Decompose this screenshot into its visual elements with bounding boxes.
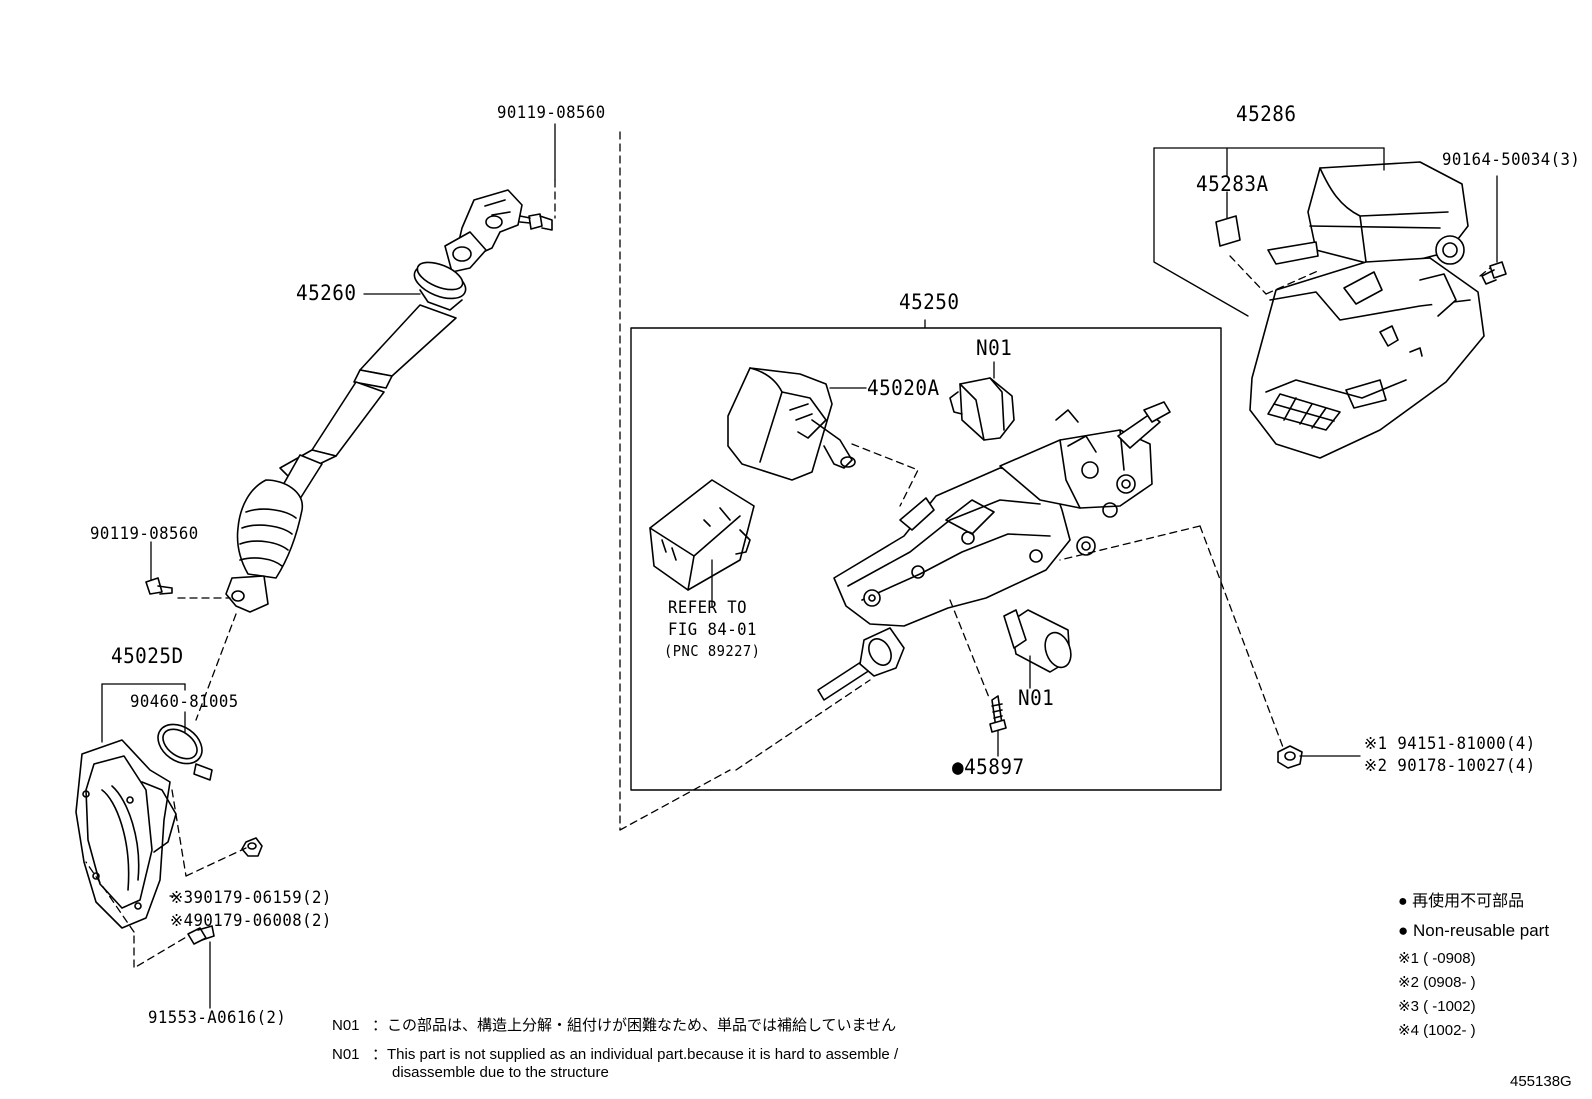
legend-range-2: ※2 (0908- ) <box>1398 974 1476 991</box>
assembly-45250-box <box>630 327 1222 791</box>
part-label-n01-top: N01 <box>976 336 1013 360</box>
nut-90179-drawing <box>241 837 263 857</box>
part-label-90179-3: ※390179-06159(2) <box>170 888 332 908</box>
part-label-90460: 90460-81005 <box>130 692 239 712</box>
refer-label-line2: FIG 84-01 <box>668 620 757 640</box>
column-cover-drawing <box>1249 161 1485 459</box>
part-label-45897: ●45897 <box>952 755 1025 779</box>
part-label-45286: 45286 <box>1236 102 1297 126</box>
part-label-90119-top: 90119-08560 <box>497 103 606 123</box>
part-label-45025D: 45025D <box>111 644 184 668</box>
hole-cover-drawing <box>75 739 177 929</box>
part-label-90164: 90164-50034(3) <box>1442 150 1581 170</box>
part-label-n01-lower: N01 <box>1018 686 1055 710</box>
nut-94151-drawing <box>1277 745 1303 769</box>
leader-lines <box>101 123 1498 1009</box>
label-45283A-drawing <box>1215 215 1241 247</box>
note-n01-text-en-2: disassemble due to the structure <box>392 1064 609 1081</box>
note-n01-label-en: N01 <box>332 1046 360 1063</box>
part-label-45283A: 45283A <box>1196 172 1269 196</box>
ecu-module-drawing <box>649 479 755 591</box>
key-cylinder-housing-drawing <box>727 367 856 481</box>
part-label-90119-mid: 90119-08560 <box>90 524 199 544</box>
bolt-90119-top-drawing <box>519 213 553 231</box>
refer-label-line3: (PNC 89227) <box>664 642 761 660</box>
bolt-90119-mid-drawing <box>145 577 173 595</box>
note-n01-label-jp: N01 <box>332 1017 360 1034</box>
part-label-91553: 91553-A0616(2) <box>148 1008 287 1028</box>
part-label-90178: ※2 90178-10027(4) <box>1364 756 1536 776</box>
screw-90164-drawing <box>1481 261 1507 285</box>
steering-column-drawing <box>817 401 1171 701</box>
part-label-45260: 45260 <box>296 281 357 305</box>
refer-label-line1: REFER TO <box>668 598 748 618</box>
dashed-leader-lines <box>85 131 1491 969</box>
legend-range-4: ※4 (1002- ) <box>1398 1022 1476 1039</box>
switch-n01-top-drawing <box>949 377 1015 441</box>
legend-non-reusable-en: ● Non-reusable part <box>1398 921 1550 940</box>
part-label-45250: 45250 <box>899 290 960 314</box>
legend-range-1: ※1 ( -0908) <box>1398 950 1476 967</box>
clamp-90460-drawing <box>157 723 213 781</box>
legend-non-reusable-jp: ● 再使用不可部品 <box>1398 893 1525 910</box>
intermediate-shaft-drawing <box>225 189 523 613</box>
part-label-94151: ※1 94151-81000(4) <box>1364 734 1536 754</box>
switch-n01-lower-drawing <box>1003 609 1072 673</box>
screw-45897-drawing <box>989 695 1007 733</box>
legend-range-3: ※3 ( -1002) <box>1398 998 1476 1015</box>
note-n01-text-jp: ：この部品は、構造上分解・組付けが困難なため、単品では補給していません <box>372 1017 897 1034</box>
note-n01-text-en-1: ：This part is not supplied as an individ… <box>372 1046 899 1063</box>
part-label-45020A: 45020A <box>867 376 940 400</box>
bolt-91553-drawing <box>187 925 215 945</box>
figure-id: 455138G <box>1510 1073 1572 1090</box>
part-label-90179-4: ※490179-06008(2) <box>170 911 332 931</box>
